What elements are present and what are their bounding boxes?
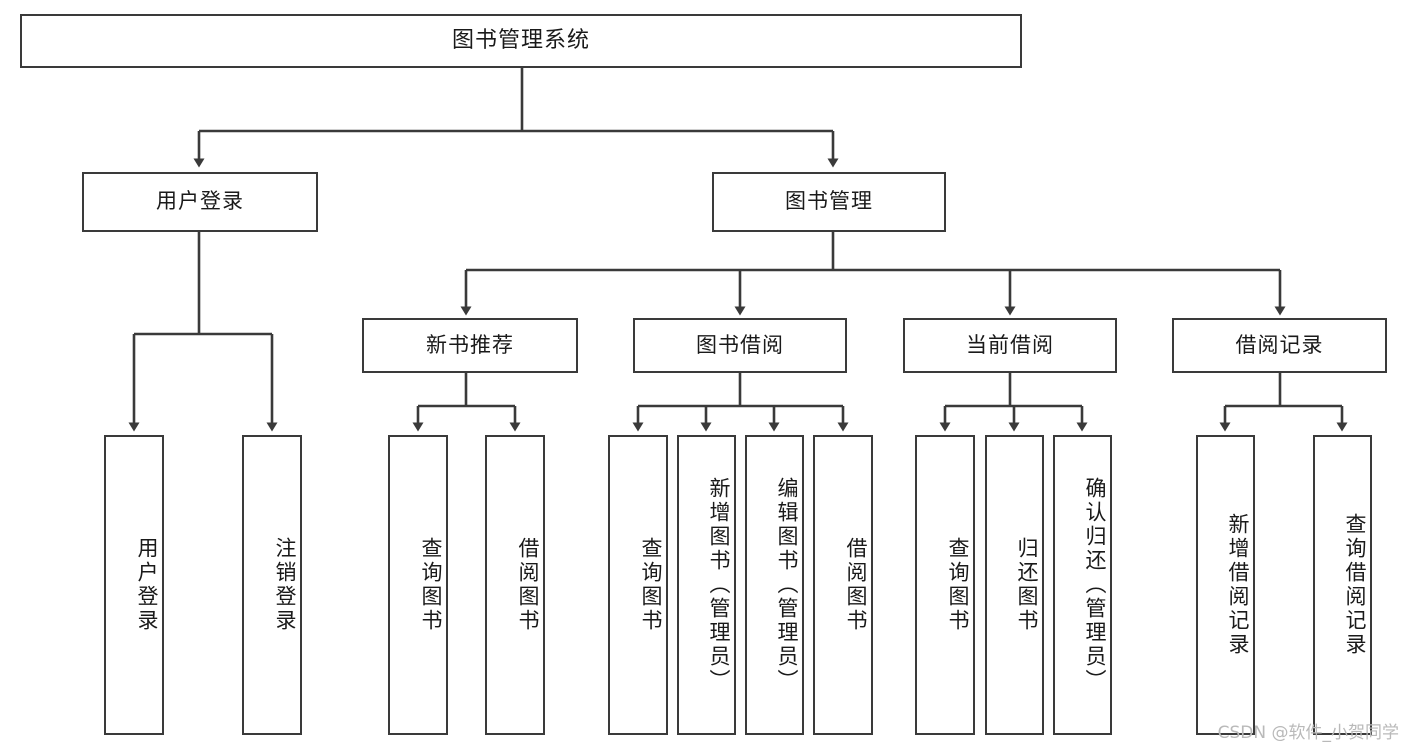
node-leaf-query-book-2-label: 查询图书 bbox=[639, 537, 663, 633]
node-root[interactable]: 图书管理系统 bbox=[20, 14, 1022, 68]
node-leaf-user-login-label: 用户登录 bbox=[135, 537, 159, 633]
node-new-book-recommend[interactable]: 新书推荐 bbox=[362, 318, 578, 373]
node-leaf-borrow-book-1-label: 借阅图书 bbox=[516, 537, 540, 633]
node-book-manage[interactable]: 图书管理 bbox=[712, 172, 946, 232]
node-root-label: 图书管理系统 bbox=[451, 27, 590, 53]
node-leaf-query-book-2[interactable]: 查询图书 bbox=[608, 435, 668, 735]
node-leaf-borrow-book-1[interactable]: 借阅图书 bbox=[485, 435, 545, 735]
node-leaf-confirm-return[interactable]: 确认归还（管理员） bbox=[1053, 435, 1112, 735]
node-leaf-query-book-3-label: 查询图书 bbox=[946, 537, 970, 633]
node-new-book-recommend-label: 新书推荐 bbox=[426, 332, 514, 357]
node-leaf-return-book[interactable]: 归还图书 bbox=[985, 435, 1044, 735]
node-leaf-edit-book[interactable]: 编辑图书（管理员） bbox=[745, 435, 804, 735]
node-borrow-record[interactable]: 借阅记录 bbox=[1172, 318, 1387, 373]
node-leaf-query-book-1[interactable]: 查询图书 bbox=[388, 435, 448, 735]
node-leaf-return-book-label: 归还图书 bbox=[1015, 537, 1039, 633]
node-book-borrow-label: 图书借阅 bbox=[696, 332, 784, 357]
node-leaf-query-book-1-label: 查询图书 bbox=[419, 537, 443, 633]
node-leaf-add-record[interactable]: 新增借阅记录 bbox=[1196, 435, 1255, 735]
node-leaf-query-record[interactable]: 查询借阅记录 bbox=[1313, 435, 1372, 735]
node-leaf-borrow-book-2[interactable]: 借阅图书 bbox=[813, 435, 873, 735]
node-leaf-query-record-label: 查询借阅记录 bbox=[1343, 513, 1367, 657]
node-leaf-add-book[interactable]: 新增图书（管理员） bbox=[677, 435, 736, 735]
node-book-borrow[interactable]: 图书借阅 bbox=[633, 318, 847, 373]
node-leaf-logout-login[interactable]: 注销登录 bbox=[242, 435, 302, 735]
node-current-borrow[interactable]: 当前借阅 bbox=[903, 318, 1117, 373]
node-leaf-logout-login-label: 注销登录 bbox=[273, 537, 297, 633]
watermark: CSDN @软件_小贺同学 bbox=[1217, 723, 1399, 743]
node-leaf-add-record-label: 新增借阅记录 bbox=[1226, 513, 1250, 657]
node-user-login[interactable]: 用户登录 bbox=[82, 172, 318, 232]
node-leaf-query-book-3[interactable]: 查询图书 bbox=[915, 435, 975, 735]
node-leaf-borrow-book-2-label: 借阅图书 bbox=[844, 537, 868, 633]
node-leaf-add-book-label: 新增图书（管理员） bbox=[707, 477, 731, 693]
node-leaf-confirm-return-label: 确认归还（管理员） bbox=[1083, 477, 1107, 693]
node-borrow-record-label: 借阅记录 bbox=[1235, 332, 1324, 357]
node-leaf-edit-book-label: 编辑图书（管理员） bbox=[775, 477, 799, 693]
node-leaf-user-login[interactable]: 用户登录 bbox=[104, 435, 164, 735]
node-user-login-label: 用户登录 bbox=[156, 189, 244, 214]
node-current-borrow-label: 当前借阅 bbox=[966, 332, 1054, 357]
node-book-manage-label: 图书管理 bbox=[785, 189, 873, 214]
